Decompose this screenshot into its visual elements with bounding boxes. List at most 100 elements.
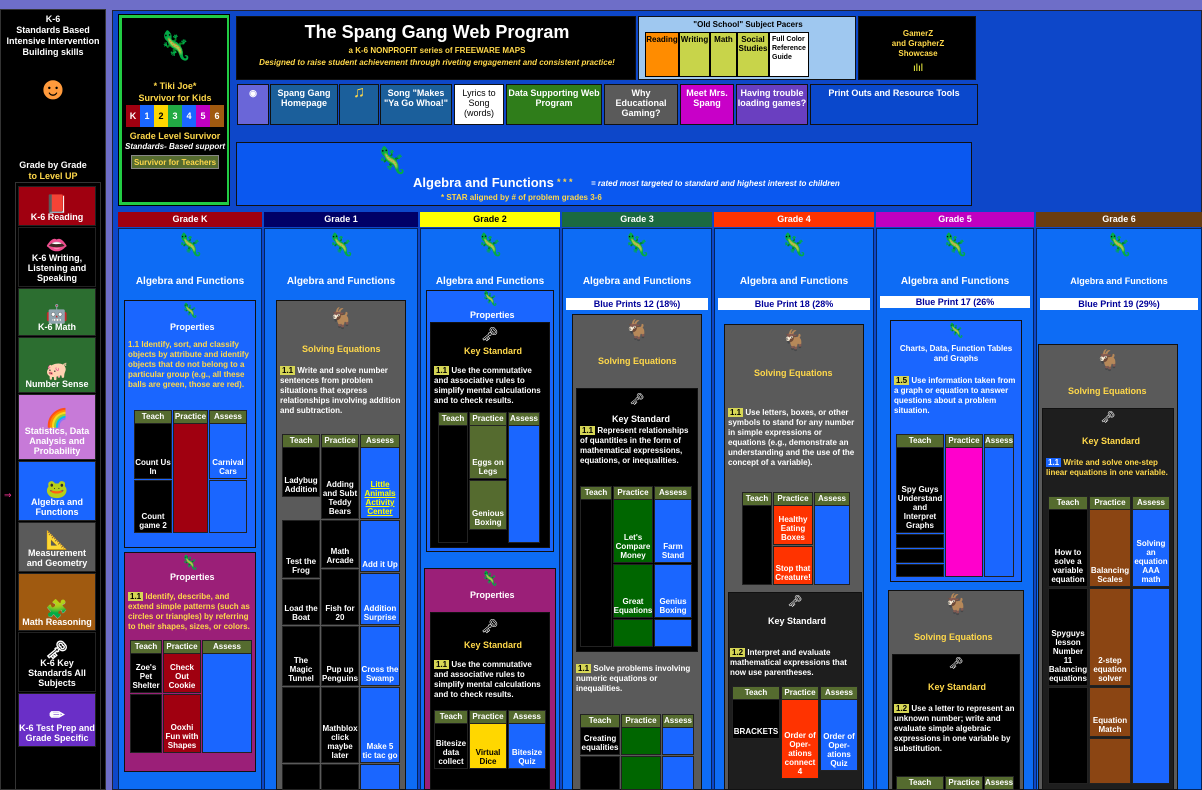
bitesize-quiz-link[interactable]: Bitesize Quiz [508,723,546,769]
title-panel: The Spang Gang Web Program a K-6 NONPROF… [236,16,636,80]
order-of-operations-quiz-link[interactable]: Order of Oper-ations Quiz [820,699,858,771]
mascot-icon: 🦎 [176,232,204,257]
sidebar-item-reading[interactable]: 📕K-6 Reading [18,186,96,226]
sidebar-item-writing[interactable]: 👄K-6 Writing, Listening and Speaking [18,227,96,287]
lets-compare-money-link[interactable]: Let's Compare Money [613,499,653,563]
sidebar-item-statistics[interactable]: 🌈Statistics, Data Analysis and Probabili… [18,394,96,460]
mascot-icon: 🦎 [481,570,499,586]
arrow-icon: ⇒ [4,490,12,500]
pacer-math[interactable]: Math [710,32,737,77]
grade-4-button[interactable]: 4 [182,105,196,127]
pacer-writing[interactable]: Writing [679,32,710,77]
goat-icon: 🐐 [1095,350,1121,372]
pup-up-penguins-link[interactable]: Pup up Penguins [321,626,359,686]
sidebar-item-number-sense[interactable]: 🐖Number Sense [18,337,96,393]
mascot-icon: 🦎 [181,302,199,318]
great-equations-link[interactable]: Great Equations [613,564,653,618]
sidebar-item-test-prep[interactable]: ✏K-6 Test Prep and Grade Specific [18,693,96,747]
blueprint-g5: Blue Print 17 (26% [880,296,1030,308]
little-animals-link[interactable]: Little Animals Activity Center [360,447,400,519]
genius-boxing-link[interactable]: Genius Boxing [654,564,692,618]
mascot-icon: 🦎 [375,145,408,175]
grade-3-header[interactable]: Grade 3 [562,212,712,227]
lyrics-link[interactable]: Lyrics to Song (words) [454,84,504,125]
grade-5-header[interactable]: Grade 5 [876,212,1034,227]
carnival-cars-link[interactable]: Carnival Cars [209,423,247,479]
sidebar-header: K-6 Standards Based Intensive Interventi… [6,14,100,57]
educational-gaming-link[interactable]: Why Educational Gaming? [604,84,678,125]
grade-3-button[interactable]: 3 [168,105,182,127]
grade-k-button[interactable]: K [126,105,140,127]
grade-6-button[interactable]: 6 [210,105,224,127]
grade-2-button[interactable]: 2 [154,105,168,127]
add-it-up-link[interactable]: Add it Up [360,520,400,572]
tiki-joe-icon: 🦎 [157,30,193,61]
robot-icon: 🤖 [45,304,69,324]
zoes-pet-shelter-link[interactable]: Zoe's Pet Shelter [130,653,162,693]
balancing-scales-link[interactable]: Balancing Scales [1089,509,1131,587]
song-link[interactable]: Song "Makes "Ya Go Whoa!" [380,84,452,125]
print-outs-link[interactable]: Print Outs and Resource Tools [810,84,978,125]
addition-surprise-link[interactable]: Addition Surprise [360,573,400,625]
adding-teddy-bears-link[interactable]: Adding and Subt Teddy Bears [321,447,359,519]
homepage-link[interactable]: Spang Gang Homepage [270,84,338,125]
book-icon: 📕 [45,194,69,214]
2-step-equation-solver-link[interactable]: 2-step equation solver [1089,588,1131,686]
magic-tunnel-link[interactable]: The Magic Tunnel [282,626,320,686]
grade-1-header[interactable]: Grade 1 [264,212,418,227]
sidebar-item-key-standards[interactable]: 🗝K-6 Key Standards All Subjects [18,632,96,692]
count-us-in-link[interactable]: Count Us In [134,423,172,479]
sidebar-item-math[interactable]: 🤖K-6 Math [18,288,96,336]
make-5-tic-tac-go-link[interactable]: Make 5 tic tac go [360,687,400,763]
blueprint-g6: Blue Print 19 (29%) [1040,298,1198,310]
pacer-reference-guide[interactable]: Full Color Reference Guide [769,32,809,77]
mathblox-link[interactable]: Mathblox click maybe later [321,687,359,763]
grade-5-button[interactable]: 5 [196,105,210,127]
grade-4-header[interactable]: Grade 4 [714,212,874,227]
spyguys-balancing-link[interactable]: Spyguys lesson Number 11 Balancing equat… [1048,588,1088,686]
ladybug-addition-link[interactable]: Ladybug Addition [282,447,320,497]
grade-2-header[interactable]: Grade 2 [420,212,560,227]
farm-stand-link[interactable]: Farm Stand [654,499,692,563]
mascot-icon: 🦎 [181,554,199,570]
fish-for-20-link[interactable]: Fish for 20 [321,569,359,625]
grade-k-header[interactable]: Grade K [118,212,262,227]
check-out-cookie-link[interactable]: Check Out Cookie [163,653,201,693]
order-of-operations-connect-4-link[interactable]: Order of Oper-ations connect 4 [781,699,819,779]
grade-1-button[interactable]: 1 [140,105,154,127]
cd-icon[interactable]: ◉ [237,84,269,125]
math-arcade-link[interactable]: Math Arcade [321,520,359,568]
sidebar-item-algebra[interactable]: 🐸Algebra and Functions [18,461,96,521]
mascot-icon: 🐸 [45,479,69,499]
virtual-dice-link[interactable]: Virtual Dice [469,723,507,769]
ooxhi-fun-with-shapes-link[interactable]: Ooxhi Fun with Shapes [163,694,201,753]
gamerz-panel[interactable]: GamerZ and GrapherZ Showcase ılıl [858,16,976,80]
spy-guys-graphs-link[interactable]: Spy Guys Understand and Interpret Graphs [896,447,944,533]
genious-boxing-link[interactable]: Genious Boxing [469,480,507,530]
healthy-eating-boxes-link[interactable]: Healthy Eating Boxes [773,505,813,545]
eggs-on-legs-link[interactable]: Eggs on Legs [469,425,507,479]
trouble-loading-link[interactable]: Having trouble loading games? [736,84,808,125]
survivor-for-teachers-button[interactable]: Survivor for Teachers [131,155,219,169]
pacer-reading[interactable]: Reading [645,32,679,77]
brackets-link[interactable]: BRACKETS [732,699,780,739]
sidebar-item-math-reasoning[interactable]: 🧩Math Reasoning [18,573,96,631]
sidebar-item-measurement[interactable]: 📐Measurement and Geometry [18,522,96,572]
meet-mrs-spang-link[interactable]: Meet Mrs. Spang [680,84,734,125]
count-game-2-link[interactable]: Count game 2 [134,480,172,533]
pacer-social-studies[interactable]: Social Studies [737,32,769,77]
goat-icon: 🐐 [781,330,807,352]
data-supporting-link[interactable]: Data Supporting Web Program [506,84,602,125]
music-icon[interactable]: ♫ [339,84,379,125]
mascot-icon: 🦎 [947,322,965,338]
stop-that-creature-link[interactable]: Stop that Creature! [773,546,813,585]
load-the-boat-link[interactable]: Load the Boat [282,579,320,625]
test-the-frog-link[interactable]: Test the Frog [282,520,320,578]
cross-the-swamp-link[interactable]: Cross the Swamp [360,626,400,686]
solving-equation-aaa-math-link[interactable]: Solving an equation AAA math [1132,509,1170,587]
grade-6-header[interactable]: Grade 6 [1036,212,1202,227]
creating-equalities-link[interactable]: Creating equalities [580,727,620,755]
how-to-solve-variable-link[interactable]: How to solve a variable equation [1048,509,1088,587]
equation-match-link[interactable]: Equation Match [1089,687,1131,737]
bitesize-data-collect-link[interactable]: Bitesize data collect [434,723,468,769]
